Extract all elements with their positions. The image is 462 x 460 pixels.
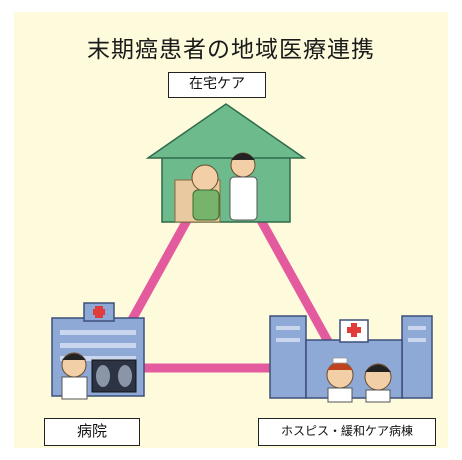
hospice-illustration: [269, 315, 433, 403]
hospice-label: ホスピス・緩和ケア病棟: [258, 418, 436, 446]
home-care-label: 在宅ケア: [168, 72, 266, 98]
patient-head-icon: [191, 164, 219, 192]
hospital-label: 病院: [44, 418, 140, 446]
diagram-title: 末期癌患者の地域医療連携: [87, 37, 375, 63]
home-care-illustration: [145, 103, 307, 223]
connector-home-hospice: [253, 210, 335, 350]
hospital-illustration: [51, 302, 145, 400]
